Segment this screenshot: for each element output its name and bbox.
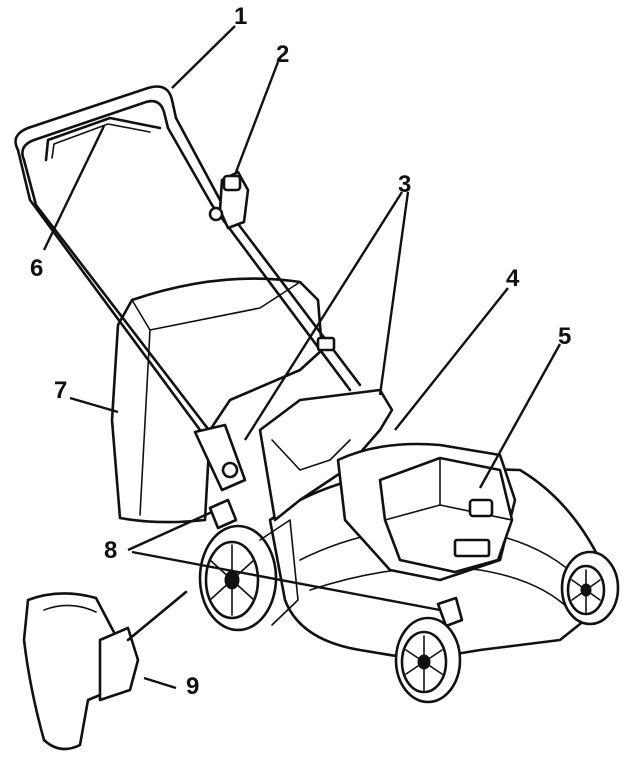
callout-5: 5 <box>558 323 571 350</box>
callout-labels: 1 2 3 4 5 6 7 8 9 <box>30 3 571 700</box>
callout-3: 3 <box>398 171 411 198</box>
callout-9: 9 <box>186 673 199 700</box>
callout-6: 6 <box>30 255 43 282</box>
callout-7: 7 <box>54 377 67 404</box>
handle-assembly <box>14 85 362 492</box>
mower-deck <box>208 388 612 662</box>
callout-8: 8 <box>104 537 117 564</box>
callout-4: 4 <box>506 265 520 292</box>
leader-lines <box>42 25 562 690</box>
callout-2: 2 <box>276 41 289 68</box>
rear-wheel <box>198 519 299 632</box>
front-right-wheel <box>560 550 620 626</box>
mulching-plug <box>22 590 188 751</box>
switch-box <box>208 170 250 230</box>
callout-1: 1 <box>234 3 247 30</box>
front-left-wheel <box>394 616 462 704</box>
